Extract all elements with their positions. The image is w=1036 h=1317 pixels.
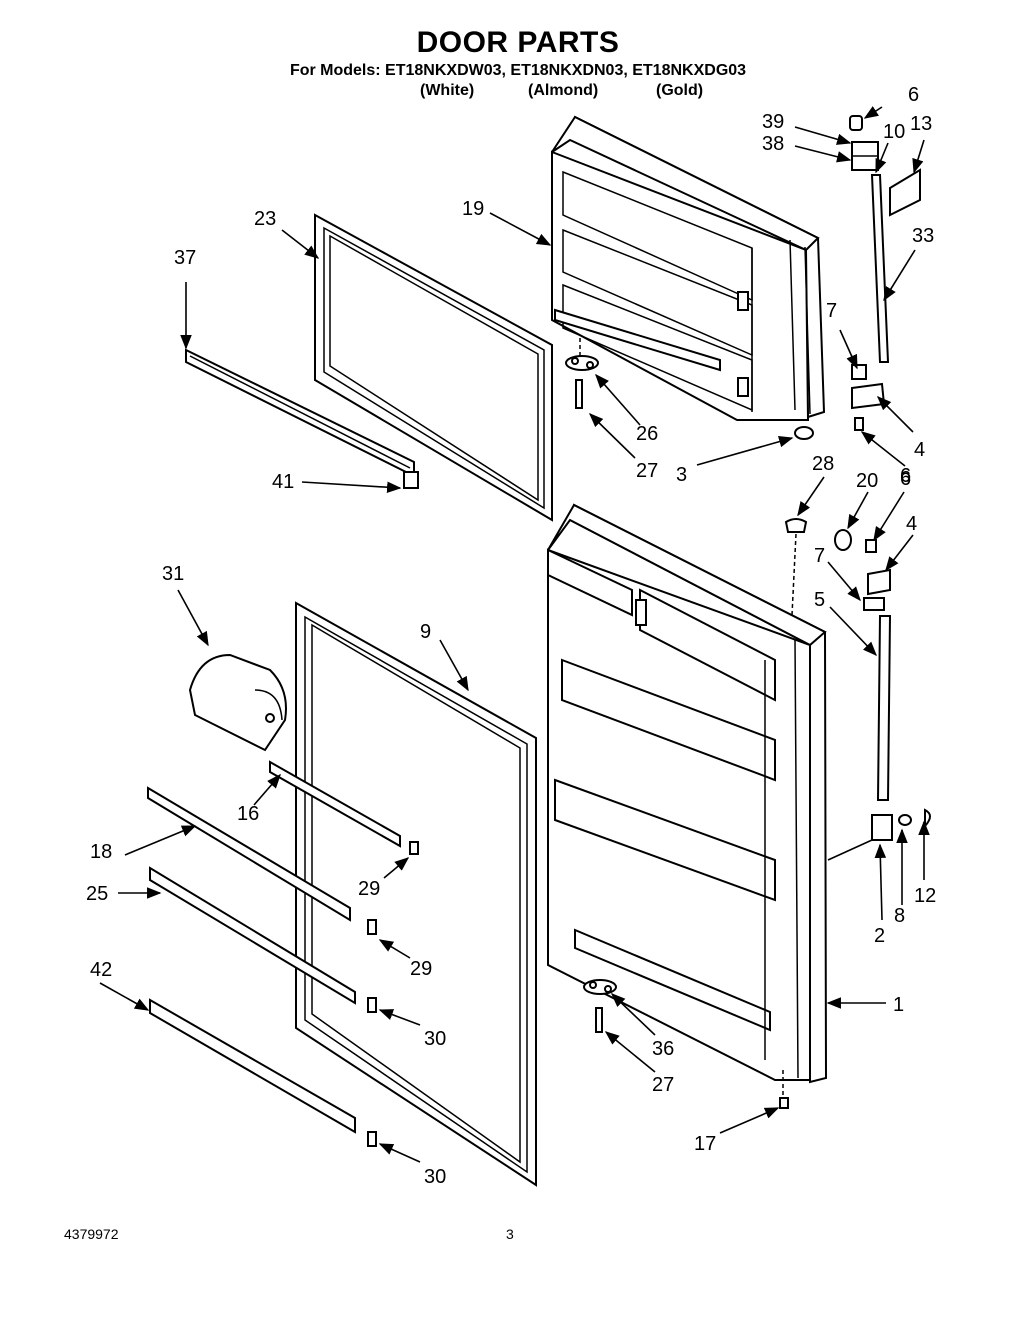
shelf-rail-16 bbox=[269, 760, 401, 848]
callout-29: 29 bbox=[358, 878, 380, 900]
color-gold: (Gold) bbox=[656, 82, 704, 99]
callout-31: 31 bbox=[162, 563, 184, 585]
callout-19: 19 bbox=[462, 198, 484, 220]
door-stop-bumper bbox=[794, 426, 814, 440]
callout-leaders bbox=[99, 106, 930, 1163]
callout-25: 25 bbox=[86, 883, 108, 905]
callout-17: 17 bbox=[694, 1133, 716, 1155]
shelf-rail-42 bbox=[149, 998, 356, 1134]
document-number: 4379972 bbox=[64, 1226, 119, 1242]
callout-37: 37 bbox=[174, 247, 196, 269]
callout-41: 41 bbox=[272, 471, 294, 493]
callout-3: 3 bbox=[676, 464, 687, 486]
callout-13: 13 bbox=[910, 113, 932, 135]
callout-36: 36 bbox=[652, 1038, 674, 1060]
callout-4: 4 bbox=[906, 513, 917, 535]
freezer-gasket bbox=[314, 213, 553, 522]
freezer-hinge-bracket bbox=[565, 338, 599, 409]
lower-hinge-assembly bbox=[784, 518, 931, 841]
shelf-rail-18 bbox=[147, 786, 351, 922]
shelf-end-caps bbox=[367, 841, 419, 1147]
callout-26: 26 bbox=[636, 423, 658, 445]
callout-6: 6 bbox=[900, 468, 911, 490]
callout-7: 7 bbox=[814, 545, 825, 567]
callout-5: 5 bbox=[814, 589, 825, 611]
callout-2: 2 bbox=[874, 925, 885, 947]
fresh-food-door-liner bbox=[547, 503, 828, 1084]
color-white: (White) bbox=[420, 82, 475, 99]
door-shelf-rails bbox=[147, 760, 401, 1134]
callout-numbers: 6 39 38 10 13 33 7 4 6 3 19 23 37 26 27 … bbox=[86, 84, 936, 1188]
models-line: For Models: ET18NKXDW03, ET18NKXDN03, ET… bbox=[289, 62, 747, 79]
callout-30: 30 bbox=[424, 1166, 446, 1188]
butter-compartment-door bbox=[188, 653, 287, 752]
callout-1: 1 bbox=[893, 994, 904, 1016]
callout-4: 4 bbox=[914, 439, 925, 461]
callout-27: 27 bbox=[636, 460, 658, 482]
callout-9: 9 bbox=[420, 621, 431, 643]
page-title: DOOR PARTS bbox=[416, 26, 620, 59]
callout-7: 7 bbox=[826, 300, 837, 322]
callout-28: 28 bbox=[812, 453, 834, 475]
callout-30: 30 bbox=[424, 1028, 446, 1050]
callout-18: 18 bbox=[90, 841, 112, 863]
callout-23: 23 bbox=[254, 208, 276, 230]
callout-20: 20 bbox=[856, 470, 878, 492]
callout-6: 6 bbox=[908, 84, 919, 106]
callout-27: 27 bbox=[652, 1074, 674, 1096]
shelf-rail-25 bbox=[149, 866, 356, 1005]
freezer-shelf-rail bbox=[185, 348, 419, 489]
callout-8: 8 bbox=[894, 905, 905, 927]
callout-6: 6 bbox=[900, 465, 911, 487]
callout-16: 16 bbox=[237, 803, 259, 825]
page-number: 3 bbox=[506, 1226, 514, 1242]
fresh-food-gasket bbox=[295, 601, 537, 1187]
callout-29: 29 bbox=[410, 958, 432, 980]
freezer-door-liner bbox=[551, 115, 826, 421]
lower-door-bracket bbox=[583, 979, 789, 1109]
upper-hinge-assembly bbox=[849, 115, 921, 431]
callout-12: 12 bbox=[914, 885, 936, 907]
color-almond: (Almond) bbox=[528, 82, 599, 99]
callout-39: 39 bbox=[762, 111, 784, 133]
callout-10: 10 bbox=[883, 121, 905, 143]
callout-33: 33 bbox=[912, 225, 934, 247]
callout-38: 38 bbox=[762, 133, 784, 155]
callout-42: 42 bbox=[90, 959, 112, 981]
